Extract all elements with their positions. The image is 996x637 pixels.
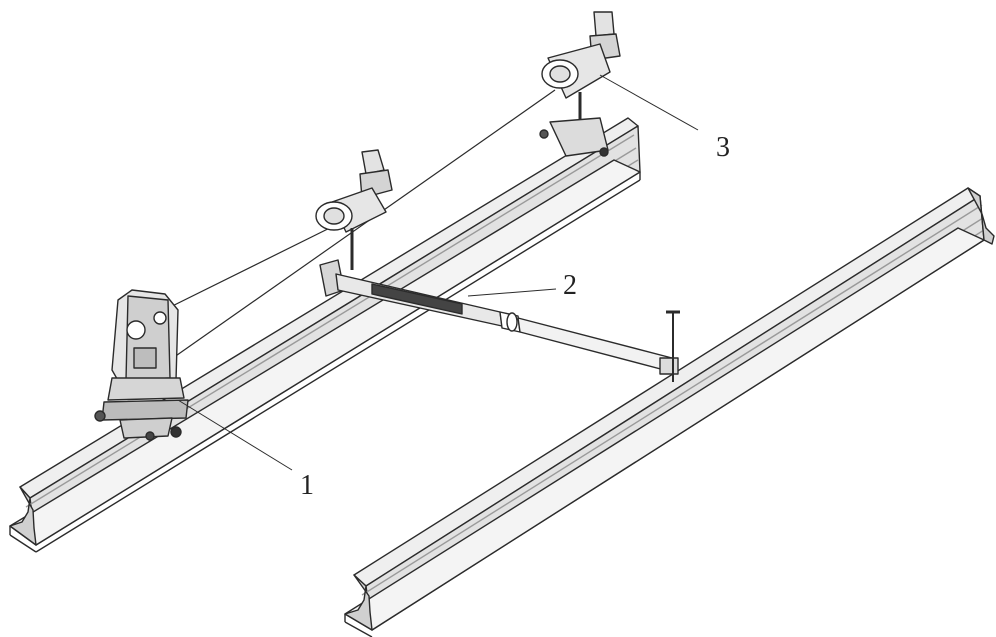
- sight-line-left: [139, 212, 361, 323]
- middle-prism: [315, 149, 393, 270]
- callout-label-2: 2: [563, 270, 577, 301]
- callout-label-3: 3: [716, 132, 730, 163]
- leader-line-1: [177, 399, 293, 471]
- callout-label-1: 1: [300, 470, 314, 501]
- total-station: [94, 289, 189, 441]
- leader-line-2: [467, 288, 557, 297]
- prism-target: [539, 11, 621, 157]
- right-rail: [344, 187, 995, 637]
- measuring-rod: [319, 259, 680, 382]
- sight-line-right: [169, 89, 556, 361]
- leader-line-3: [599, 74, 699, 131]
